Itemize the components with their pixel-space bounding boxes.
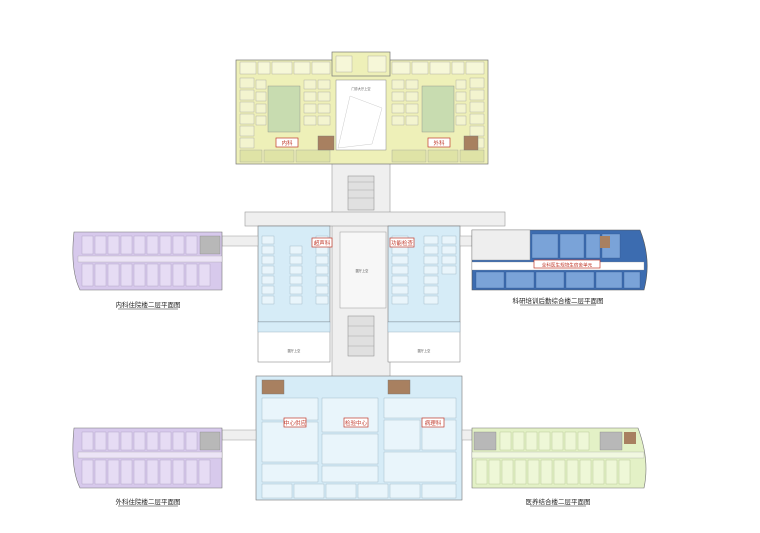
hall-low-right-label: 圆厅上空: [418, 348, 431, 353]
care-building-wing: [471, 427, 647, 489]
surgical-inpatient-wing: [72, 427, 223, 489]
connectors: [221, 235, 473, 441]
bottom-lab-block: [255, 375, 463, 501]
research-building-wing: [471, 229, 648, 291]
research-bar-label: 全科医生规培生宿舍单元: [542, 262, 593, 269]
center-mid-label: 检验中心: [345, 419, 368, 427]
dept-left-mid-label: 超声科: [314, 239, 331, 247]
caption-research-building: 科研培训后勤综合楼二层平面图: [513, 296, 604, 305]
center-left-label: 中心供应: [284, 419, 307, 427]
lobby-top-label: 门诊大厅上空: [351, 86, 370, 91]
center-right-label: 病理科: [425, 419, 442, 427]
top-outpatient-building: [235, 51, 489, 165]
top-left-dept-label: 内科: [281, 139, 293, 147]
dept-right-mid-label: 功能检查: [391, 239, 414, 247]
hall-low-left-label: 圆厅上空: [288, 348, 301, 353]
hall-mid-label: 圆厅上空: [356, 268, 369, 273]
top-right-dept-label: 外科: [433, 139, 445, 147]
caption-internal-inpatient: 内科住院楼二层平面图: [116, 300, 181, 309]
internal-inpatient-wing: [72, 231, 223, 291]
central-clinic-block: [257, 225, 461, 363]
caption-surgical-inpatient: 外科住院楼二层平面图: [116, 497, 181, 506]
caption-care-building: 医养结合楼二层平面图: [526, 497, 591, 506]
central-spine: [244, 159, 506, 391]
